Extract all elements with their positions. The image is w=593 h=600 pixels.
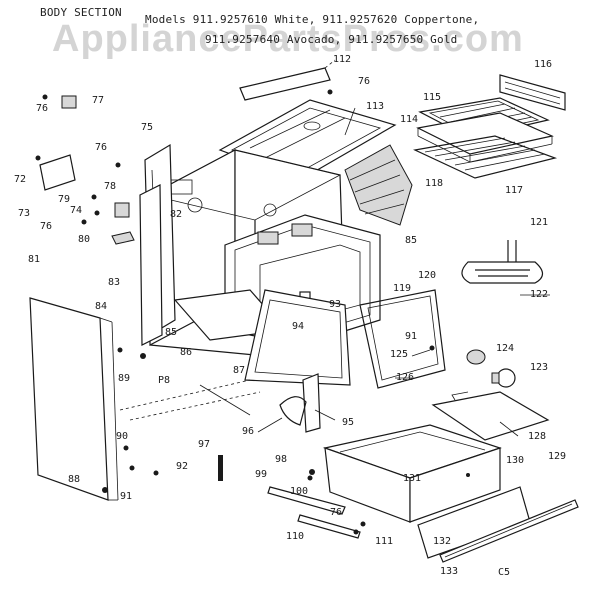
callout-112: 112 [333,54,352,65]
callout-72: 72 [14,174,27,185]
part-97-spring [218,455,223,481]
callout-116: 116 [534,59,553,70]
callout-81: 81 [28,254,41,265]
callout-100: 100 [290,486,309,497]
callout-89: 89 [118,373,131,384]
callout-85: 85 [165,327,178,338]
part-78-switch [114,202,130,218]
callout-79: 79 [58,194,71,205]
callout-76: 76 [40,221,53,232]
callout-83: 83 [108,277,121,288]
callout-123: 123 [530,362,549,373]
callout-80: 80 [78,234,91,245]
callout-74: 74 [70,205,83,216]
part-100-drawer [322,424,502,523]
section-title: BODY SECTION [40,6,122,19]
part-117-oven-rack [413,135,558,179]
callout-75: 75 [141,122,154,133]
models-line-1: Models 911.9257610 White, 911.9257620 Co… [145,13,480,26]
callout-117: 117 [505,185,524,196]
callout-76: 76 [330,507,343,518]
callout-119: 119 [393,283,412,294]
callout-96: 96 [242,426,255,437]
callout-76: 76 [95,142,108,153]
callout-88: 88 [68,474,81,485]
callout-115: 115 [423,92,442,103]
leader-lines [119,107,550,437]
callout-90: 90 [116,431,129,442]
callout-110: 110 [286,531,305,542]
callout-124: 124 [496,343,515,354]
callout-98: 98 [275,454,288,465]
part-133-trim [439,499,579,563]
callout-126: 126 [396,372,415,383]
part-95-hinge [279,373,321,433]
callout-99: 99 [255,469,268,480]
watermark: AppliancePartsPros.com [52,18,524,60]
callout-76: 76 [358,76,371,87]
callout-111: 111 [375,536,394,547]
callout-P8: P8 [158,375,171,386]
part-77-clip [61,95,77,109]
part-80-bracket [111,231,135,245]
part-120-gasket [359,289,446,389]
callout-94: 94 [292,321,305,332]
callout-82: 82 [170,209,183,220]
callout-78: 78 [104,181,117,192]
part-87-door-frame [244,289,351,386]
part-83-side-panel [139,184,163,346]
callout-95: 95 [342,417,355,428]
part-84-door-panel [29,297,119,501]
part-122-bake-element [461,240,544,284]
part-123-light-bulb [491,368,516,388]
callout-85: 85 [405,235,418,246]
callout-73: 73 [18,208,31,219]
callout-113: 113 [366,101,385,112]
callout-84: 84 [95,301,108,312]
callout-86: 86 [180,347,193,358]
callout-92: 92 [176,461,189,472]
hardware-screws [35,89,470,535]
callout-121: 121 [530,217,549,228]
part-73-plate [39,154,76,191]
callout-76: 76 [36,103,49,114]
callout-122: 122 [530,289,549,300]
part-116-rack-support [499,74,566,111]
callout-97: 97 [198,439,211,450]
callout-130: 130 [506,455,525,466]
callout-118: 118 [425,178,444,189]
part-112-rear-strip [239,59,336,101]
part-118-insulation [344,144,413,226]
callout-128: 128 [528,431,547,442]
callout-129: 129 [548,451,567,462]
part-128-broil-liner [431,391,550,441]
callout-87: 87 [233,365,246,376]
callout-77: 77 [92,95,105,106]
callout-91: 91 [120,491,133,502]
callout-91: 91 [405,331,418,342]
callout-133: 133 [440,566,459,577]
callout-125: 125 [390,349,409,360]
callout-C5: C5 [498,567,511,578]
part-110-rail [267,486,361,539]
callout-93: 93 [329,299,342,310]
callout-120: 120 [418,270,437,281]
callout-132: 132 [433,536,452,547]
models-line-2: 911.9257640 Avocado, 911.9257650 Gold [205,33,458,46]
part-124-light-receptacle [466,349,486,365]
callout-131: 131 [403,473,422,484]
callout-114: 114 [400,114,419,125]
